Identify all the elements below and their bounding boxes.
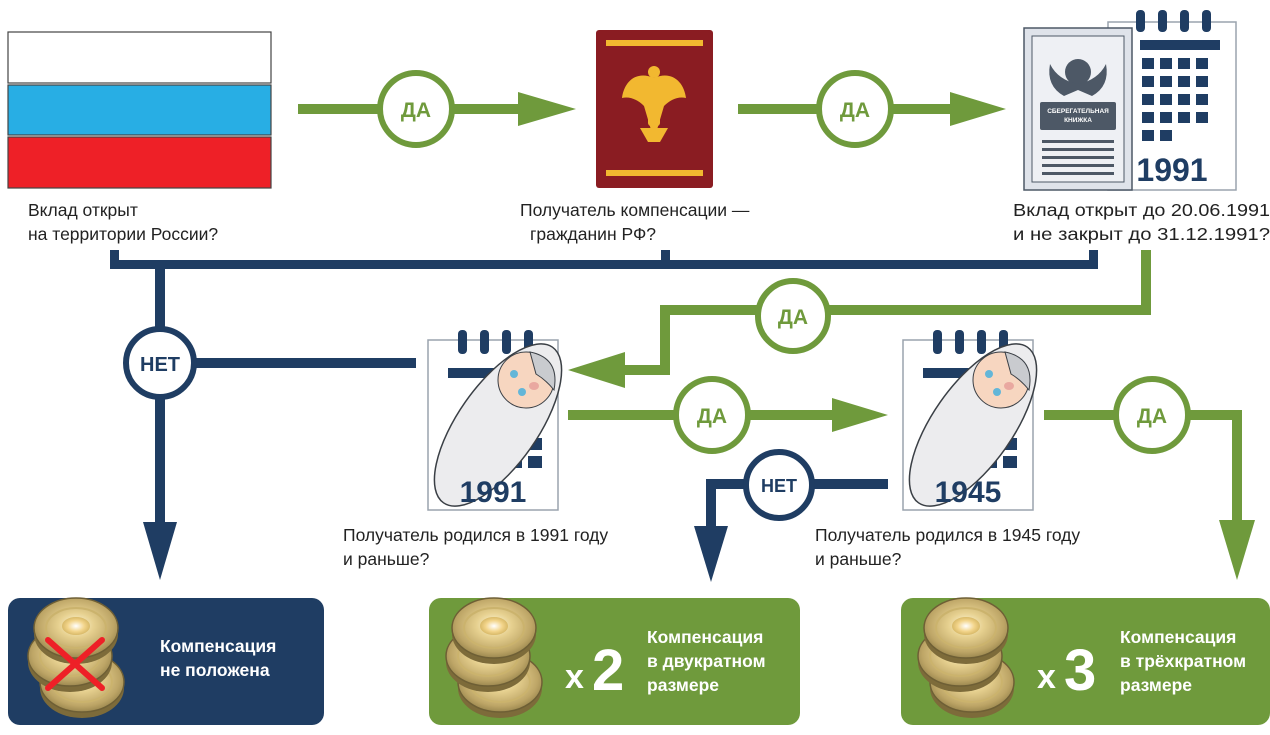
yes-label: ДА: [1137, 405, 1167, 428]
multiplier-x: x: [1037, 658, 1056, 696]
no-badge-1: НЕТ: [123, 326, 197, 400]
question-citizen-line2: гражданин РФ?: [530, 224, 656, 244]
passport-icon: [596, 30, 713, 188]
arrow-yes-4: ДА: [568, 376, 888, 454]
question-russia-line2: на территории России?: [28, 224, 218, 244]
multiplier-3: 3: [1064, 638, 1096, 703]
arrow-yes-3: [568, 250, 1151, 388]
russian-flag-icon: [7, 31, 272, 189]
yes-label: ДА: [778, 306, 808, 329]
question-born1945-line2: и раньше?: [815, 549, 902, 569]
book-calendar-year: 1991: [1136, 152, 1207, 188]
arrow-yes-2: ДА: [738, 70, 1006, 148]
no-label: НЕТ: [761, 476, 797, 496]
arrow-no-2: НЕТ: [694, 449, 888, 582]
yes-label: ДА: [840, 99, 870, 122]
result-double: x 2 Компенсация в двукратном размере: [429, 597, 800, 725]
question-born1945-line1: Получатель родился в 1945 году: [815, 525, 1080, 545]
no-label: НЕТ: [140, 354, 180, 376]
multiplier-2: 2: [592, 638, 624, 703]
question-deposit-line2: и не закрыт до 31.12.1991?: [1013, 224, 1270, 244]
result-none: Компенсация не положена: [8, 597, 324, 725]
question-deposit-line1: Вклад открыт до 20.06.1991: [1013, 200, 1270, 220]
result-double-line1: Компенсация: [647, 627, 763, 647]
result-none-line2: не положена: [160, 660, 270, 680]
question-born1991-line2: и раньше?: [343, 549, 430, 569]
multiplier-x: x: [565, 658, 584, 696]
question-citizen-line1: Получатель компенсации —: [520, 200, 750, 220]
result-triple: x 3 Компенсация в трёхкратном размере: [901, 597, 1270, 725]
book-title-line1: СБЕРЕГАТЕЛЬНАЯ: [1047, 108, 1109, 115]
result-triple-line3: размере: [1120, 675, 1192, 695]
baby1-year: 1991: [460, 476, 527, 509]
result-triple-line2: в трёхкратном: [1120, 651, 1246, 671]
result-double-line3: размере: [647, 675, 719, 695]
baby-calendar-1945-icon: 1945: [884, 323, 1062, 527]
baby2-year: 1945: [935, 476, 1002, 509]
cross-icon: [45, 637, 105, 691]
arrow-yes-5: ДА: [1044, 376, 1255, 580]
question-russia-line1: Вклад открыт: [28, 200, 138, 220]
book-title-line2: КНИЖКА: [1064, 117, 1092, 124]
yes-label: ДА: [697, 405, 727, 428]
arrow-yes-1: ДА: [298, 70, 576, 148]
result-double-line2: в двукратном: [647, 651, 766, 671]
result-triple-line1: Компенсация: [1120, 627, 1236, 647]
savings-book-calendar-icon: 1991 СБЕРЕГАТЕЛЬНАЯ КНИЖКА: [1023, 10, 1237, 191]
yes-label: ДА: [401, 99, 431, 122]
baby-calendar-1991-icon: 1991: [409, 323, 587, 527]
result-none-line1: Компенсация: [160, 636, 276, 656]
question-born1991-line1: Получатель родился в 1991 году: [343, 525, 608, 545]
